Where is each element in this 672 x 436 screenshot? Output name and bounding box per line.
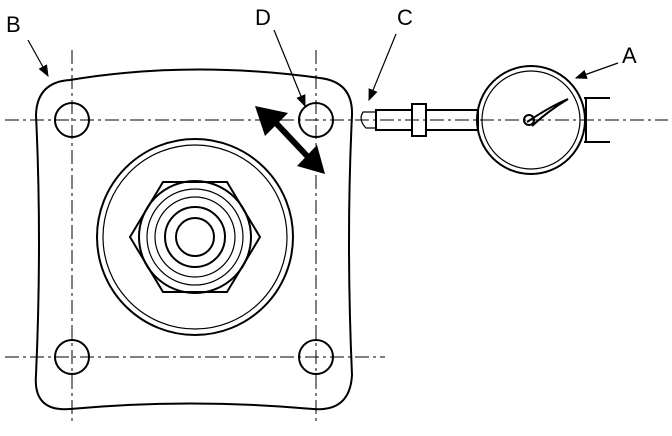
bolt-hole-top-right <box>298 102 334 138</box>
bolt-hole-bottom-right <box>298 339 334 375</box>
dial-indicator-mount <box>584 97 610 143</box>
bolt-holes <box>54 102 334 375</box>
center-hub <box>96 138 294 336</box>
bolt-hole-top-left <box>54 102 90 138</box>
callout-leaders <box>27 29 619 108</box>
dial-needle <box>526 98 569 127</box>
hub-nut-hex <box>128 181 262 293</box>
dial-indicator <box>360 65 610 175</box>
bolt-hole-bottom-left <box>54 339 90 375</box>
center-lines <box>5 50 668 425</box>
measurement-direction-arrow <box>255 106 325 174</box>
label-b: B <box>6 12 21 37</box>
dial-indicator-tip <box>360 111 377 129</box>
label-d: D <box>255 5 271 30</box>
hub-flange-outline <box>34 68 354 411</box>
label-a: A <box>622 43 637 68</box>
label-c: C <box>397 5 413 30</box>
